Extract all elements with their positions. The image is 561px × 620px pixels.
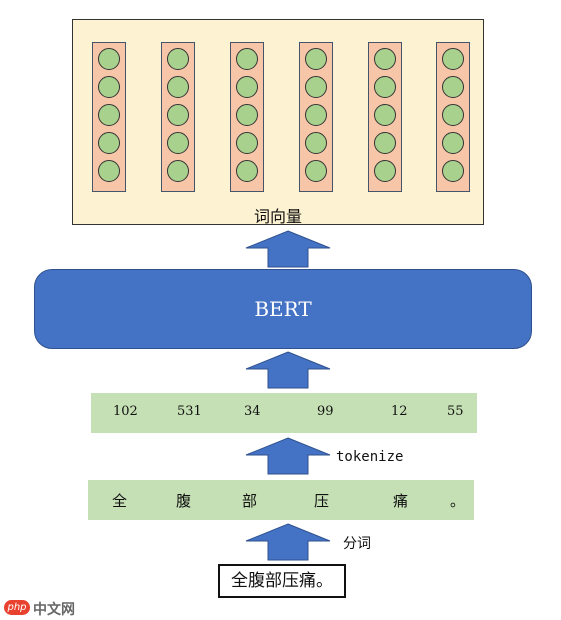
up-arrow-input-to-chars bbox=[245, 523, 331, 561]
vector-cell bbox=[167, 132, 189, 154]
vector-cell bbox=[305, 76, 327, 98]
up-arrow-chars-to-ids bbox=[245, 437, 331, 475]
vector-cell bbox=[442, 76, 464, 98]
vector-cell bbox=[167, 160, 189, 182]
vector-cell bbox=[236, 76, 258, 98]
up-arrow-ids-to-bert bbox=[245, 351, 331, 389]
vector-cell bbox=[374, 48, 396, 70]
vector-column bbox=[230, 42, 264, 192]
character-token: 压 bbox=[314, 492, 330, 510]
vector-cell bbox=[442, 48, 464, 70]
vector-cell bbox=[98, 48, 120, 70]
character-token: 腹 bbox=[176, 492, 192, 510]
bert-label: BERT bbox=[254, 297, 312, 321]
token-id: 34 bbox=[244, 404, 261, 419]
vector-cell bbox=[374, 160, 396, 182]
character-token: 痛 bbox=[393, 492, 409, 510]
vector-cell bbox=[236, 48, 258, 70]
vector-column bbox=[368, 42, 402, 192]
word-vector-label: 词向量 bbox=[253, 207, 302, 226]
vector-cell bbox=[98, 160, 120, 182]
vector-cell bbox=[442, 104, 464, 126]
vector-cell bbox=[236, 132, 258, 154]
vector-cell bbox=[98, 104, 120, 126]
character-token: 全 bbox=[112, 492, 128, 510]
vector-cell bbox=[305, 104, 327, 126]
word-vector-panel: 词向量 bbox=[72, 19, 484, 226]
token-ids-band: 102 531 34 99 12 55 bbox=[91, 393, 477, 433]
vector-cell bbox=[374, 76, 396, 98]
vector-cell bbox=[305, 48, 327, 70]
segment-label: 分词 bbox=[343, 536, 371, 552]
vector-cell bbox=[236, 160, 258, 182]
watermark-logo: php 中文网 bbox=[4, 598, 84, 618]
vector-column bbox=[299, 42, 333, 192]
vector-column bbox=[161, 42, 195, 192]
character-token: 部 bbox=[242, 492, 258, 510]
vector-cell bbox=[374, 104, 396, 126]
vector-column bbox=[436, 42, 470, 192]
characters-band: 全 腹 部 压 痛 。 bbox=[88, 480, 474, 520]
vector-cell bbox=[167, 48, 189, 70]
vector-column bbox=[92, 42, 126, 192]
tokenize-label: tokenize bbox=[336, 449, 404, 465]
bert-model-box: BERT bbox=[34, 269, 532, 349]
vector-cell bbox=[98, 76, 120, 98]
vector-cell bbox=[167, 104, 189, 126]
token-id: 55 bbox=[447, 404, 464, 419]
token-id: 531 bbox=[177, 404, 202, 419]
up-arrow-bert-to-vectors bbox=[245, 230, 331, 268]
vector-cell bbox=[442, 160, 464, 182]
vector-cell bbox=[374, 132, 396, 154]
token-id: 99 bbox=[317, 404, 334, 419]
vector-cell bbox=[442, 132, 464, 154]
character-token: 。 bbox=[450, 492, 466, 510]
watermark-badge: php bbox=[4, 600, 30, 615]
input-sentence-box: 全腹部压痛。 bbox=[218, 564, 346, 598]
vector-cell bbox=[98, 132, 120, 154]
token-id: 12 bbox=[391, 404, 408, 419]
vector-cell bbox=[305, 132, 327, 154]
vector-cell bbox=[236, 104, 258, 126]
vector-cell bbox=[167, 76, 189, 98]
vector-cell bbox=[305, 160, 327, 182]
watermark-text: 中文网 bbox=[33, 602, 75, 618]
token-id: 102 bbox=[113, 404, 138, 419]
